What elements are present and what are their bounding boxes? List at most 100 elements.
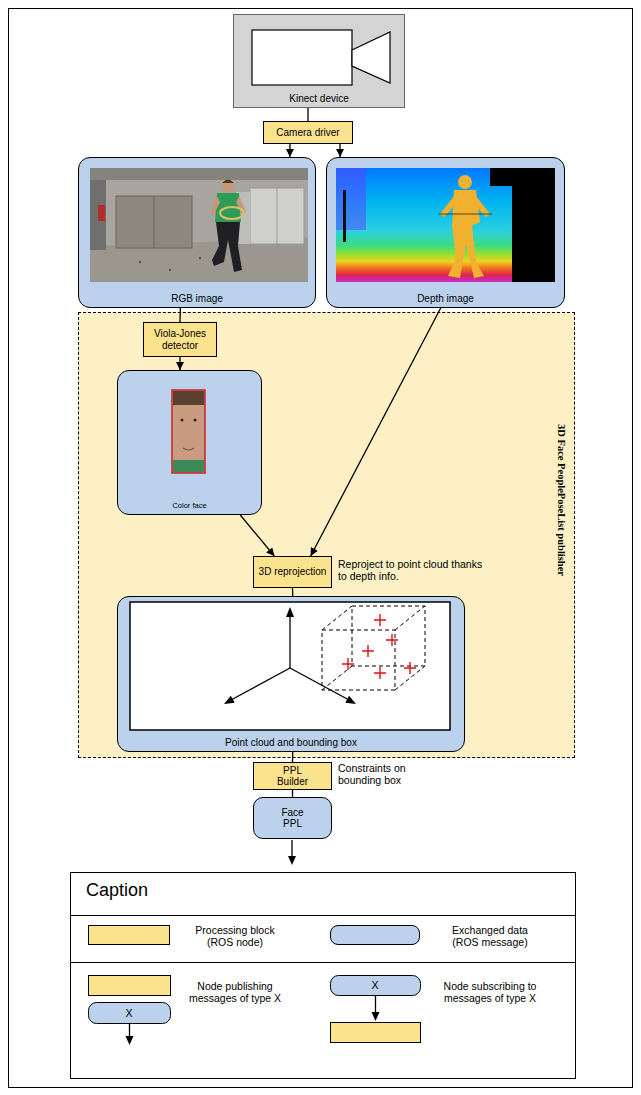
- rgb-photo: [139, 261, 141, 263]
- rgb-photo: [98, 205, 105, 221]
- point-cloud-figure: [352, 606, 425, 666]
- connector: [307, 108, 308, 121]
- point-cloud-figure: [117, 596, 465, 752]
- point-cloud-figure: [374, 614, 386, 626]
- publish-sample: [129, 1024, 130, 1038]
- point-cloud-figure: [231, 668, 290, 700]
- message-type: X: [330, 975, 420, 995]
- device-box: Kinect device: [233, 14, 405, 108]
- image-panel: RGB image: [78, 157, 316, 308]
- outer-border: [9, 9, 633, 1088]
- process-box: Camera driver: [263, 121, 353, 144]
- subscribe-sample: [331, 976, 421, 996]
- rgb-photo: [90, 168, 308, 282]
- rgb-photo: [78, 157, 316, 308]
- output-arrow: [288, 840, 296, 865]
- node-label: PPL Builder: [269, 765, 316, 788]
- rgb-photo: [277, 188, 278, 244]
- legend-label: Exchanged data (ROS message): [440, 924, 540, 948]
- depth-photo: [438, 214, 492, 215]
- face-crop: [183, 448, 194, 450]
- message-box: Face PPL: [253, 797, 332, 839]
- rgb-photo: [199, 257, 201, 259]
- point-cloud-figure: [374, 667, 386, 679]
- face-crop: [173, 391, 204, 405]
- point-cloud-figure: [286, 607, 294, 617]
- connector: [292, 588, 294, 596]
- legend-swatch: [330, 925, 420, 945]
- face-crop: [117, 370, 262, 515]
- subscribe-sample: [372, 1012, 380, 1021]
- point-cloud-figure: [322, 606, 352, 630]
- point-cloud-figure: [362, 645, 374, 657]
- connector: [292, 790, 293, 797]
- point-cloud-figure: [231, 614, 349, 700]
- connector: [289, 144, 290, 157]
- data-panel: Point cloud and bounding box: [117, 596, 465, 752]
- publish-sample: [89, 1003, 171, 1024]
- depth-photo: [336, 168, 555, 282]
- publish-sample: [126, 1036, 134, 1045]
- depth-photo: [326, 157, 565, 308]
- depth-photo: [343, 190, 346, 242]
- message-type: X: [88, 1003, 170, 1023]
- connector: [339, 144, 340, 157]
- rgb-photo: [222, 180, 234, 184]
- legend-frame: [71, 873, 576, 1079]
- process-box: 3D reprojection: [253, 556, 332, 588]
- legend-label: Processing block (ROS node): [185, 924, 285, 948]
- subscribe-sample: [331, 1023, 421, 1043]
- node-label: Viola-Jones detector: [147, 328, 213, 351]
- point-cloud-figure: [345, 696, 356, 704]
- rgb-photo: [169, 269, 171, 271]
- data-panel: Color face: [117, 370, 262, 515]
- output-arrow: [291, 840, 292, 858]
- publish-sample: [89, 976, 171, 1046]
- camera-icon: [252, 30, 352, 85]
- point-cloud-figure: [130, 602, 450, 730]
- rgb-photo: [222, 180, 234, 192]
- rgb-photo: [154, 196, 155, 248]
- face-crop: [172, 390, 205, 473]
- point-cloud-figure: [404, 662, 416, 674]
- region-title: 3D Face PeoplePoseList publisher: [554, 370, 568, 630]
- connector: [179, 308, 181, 322]
- rgb-photo: [90, 180, 106, 250]
- region-fill: [78, 312, 575, 758]
- point-cloud-figure: [322, 630, 395, 690]
- image-panel: Depth image: [326, 157, 565, 308]
- node-label: Kinect device: [289, 93, 348, 105]
- point-cloud-figure: [224, 696, 235, 704]
- node-label: Point cloud and bounding box: [225, 737, 357, 749]
- publish-sample: [89, 976, 171, 996]
- legend-label: Node publishing messages of type X: [185, 980, 285, 1004]
- face-crop: [180, 418, 183, 421]
- legend-swatch: [88, 925, 170, 945]
- rgb-photo: [220, 207, 244, 219]
- point-cloud-figure: [290, 668, 349, 700]
- depth-photo: [490, 168, 555, 186]
- connector: [311, 308, 441, 556]
- connector: [292, 752, 294, 762]
- legend-title: Caption: [86, 880, 206, 901]
- point-cloud-figure: [395, 606, 425, 630]
- legend-frame: [70, 962, 575, 963]
- point-cloud-figure: [342, 658, 354, 670]
- connector: [179, 357, 180, 370]
- node-label: RGB image: [171, 293, 223, 305]
- process-box: PPL Builder: [253, 762, 332, 790]
- note-label: Reproject to point cloud thanks to depth…: [338, 558, 483, 582]
- legend-frame: [70, 873, 576, 1079]
- camera-icon: [352, 32, 390, 83]
- rgb-photo: [116, 196, 192, 248]
- point-cloud-figure: [342, 614, 416, 679]
- node-label: Face PPL: [272, 807, 313, 830]
- legend-label: Node subscribing to messages of type X: [440, 980, 540, 1004]
- node-label: Color face: [172, 502, 206, 511]
- subscribe-sample: [375, 996, 376, 1014]
- point-cloud-figure: [386, 634, 398, 646]
- face-crop: [193, 418, 196, 421]
- point-cloud-figure: [289, 614, 290, 668]
- connector: [240, 515, 274, 556]
- face-crop: [173, 460, 204, 472]
